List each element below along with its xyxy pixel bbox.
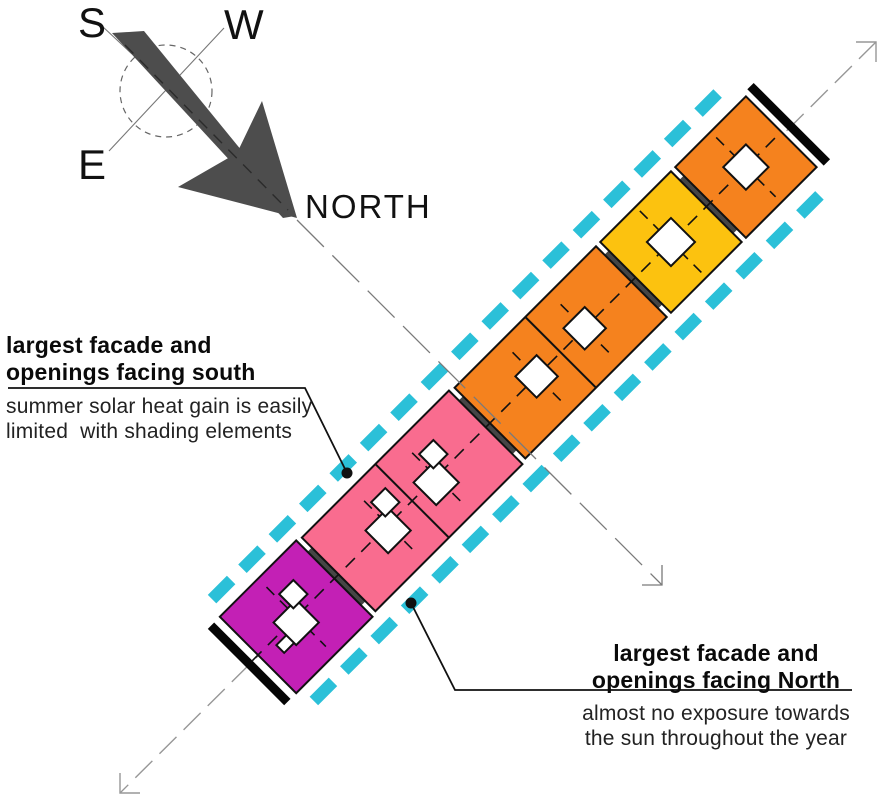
annotation-south-body-line1: summer solar heat gain is easily: [6, 395, 313, 418]
annotation-north-body-line1: almost no exposure towards: [582, 702, 850, 725]
strip-centerline: [251, 131, 782, 662]
annotation-south-title-line1: largest facade and: [6, 332, 212, 358]
courtyard-main: [412, 458, 461, 507]
courtyard-wing: [369, 486, 401, 518]
north-line-arrowhead-icon: [642, 565, 663, 586]
leader-line-south: [8, 387, 348, 474]
compass-label-south: S: [78, 0, 107, 46]
courtyard-main: [272, 598, 321, 647]
courtyard-main: [364, 506, 413, 555]
leader-south: [8, 387, 353, 479]
facade-boundary-south: [207, 85, 726, 604]
leader-north: [405, 597, 852, 691]
spacer: [556, 694, 876, 701]
facade-boundary-north: [309, 187, 828, 706]
orange-block-divider: [524, 316, 597, 389]
compass-label-west: W: [224, 1, 264, 48]
leader-dot-north: [405, 597, 417, 609]
north-arrow-head-icon: [178, 101, 297, 218]
spacer: [6, 386, 336, 394]
axis-arrowhead-northeast-icon: [856, 41, 877, 62]
annotation-south-facade: largest facade and openings facing south…: [6, 332, 336, 444]
leader-dot-south: [341, 467, 353, 479]
annotation-north-facade: largest facade and openings facing North…: [556, 640, 876, 751]
shading-bar-northeast: [747, 82, 831, 166]
courtyard-wing: [277, 578, 309, 610]
courtyard-yellow: [645, 216, 697, 268]
courtyard-pink-2: [412, 438, 461, 507]
compass-circle: [119, 44, 213, 138]
compass-rose: [101, 25, 297, 218]
annotation-north-title-line1: largest facade and: [613, 640, 819, 666]
leader-line-north: [410, 602, 852, 691]
north-label: NORTH: [305, 188, 432, 225]
annotation-north-title-line2: openings facing North: [591, 667, 841, 693]
annotation-north-body-line2: the sun throughout the year: [584, 727, 848, 750]
compass-center-dash: [124, 44, 289, 211]
annotation-south-title-line2: openings facing south: [6, 359, 256, 385]
axis-arrowhead-southwest-icon: [119, 773, 140, 794]
compass-s-line: [101, 25, 133, 55]
courtyard-orange-2: [562, 305, 608, 351]
north-direction-line: [296, 219, 663, 586]
courtyard-pink-1: [364, 486, 413, 555]
shading-bar-southwest: [207, 622, 291, 706]
courtyard-orange-end: [721, 143, 770, 192]
compass-label-east: E: [78, 141, 107, 188]
north-line: [296, 219, 663, 586]
courtyard-orange-1: [513, 353, 560, 400]
courtyard-magenta: [272, 578, 321, 655]
annotation-south-body-line2: limited with shading elements: [6, 420, 293, 443]
courtyard-wing: [417, 438, 449, 470]
building-strip: [207, 82, 831, 706]
